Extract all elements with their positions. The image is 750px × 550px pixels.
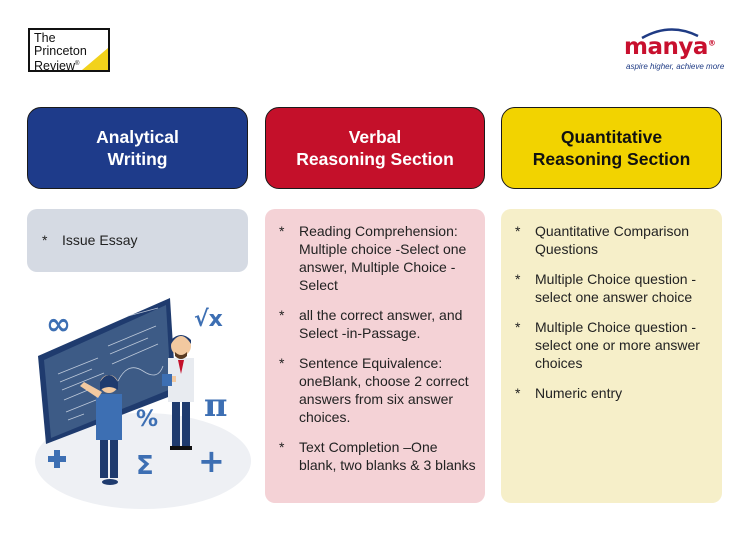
list-item-text: Reading Comprehension: Multiple choice -… [299, 223, 467, 293]
list-item: * Reading Comprehension: Multiple choice … [279, 222, 477, 294]
manya-tagline: aspire higher, achieve more [626, 62, 725, 71]
princeton-review-logo: The Princeton Review® [28, 28, 110, 72]
bullet-star: * [279, 439, 285, 455]
bullet-star: * [42, 232, 48, 248]
chalkboard-illustration: ∞ √x % π Σ + [35, 298, 251, 509]
verbal-reasoning-list: * Reading Comprehension: Multiple choice … [265, 209, 485, 474]
bullet-star: * [279, 307, 285, 323]
manya-reg-mark: ® [707, 38, 716, 48]
list-item: * Numeric entry [515, 384, 714, 402]
list-item-text: Quantitative Comparison Questions [535, 223, 690, 257]
bullet-star: * [515, 223, 521, 239]
princeton-review-logo-text: The Princeton Review® [34, 31, 87, 72]
manya-wordmark: manya® [624, 34, 716, 60]
logo-line-2: Princeton [34, 44, 87, 58]
verbal-reasoning-content: * Reading Comprehension: Multiple choice … [265, 209, 485, 503]
header-line-1: Verbal [348, 127, 402, 147]
list-item-text: Multiple Choice question - select one or… [535, 319, 700, 371]
analytical-writing-list: * Issue Essay [27, 209, 248, 249]
list-item: * Text Completion –One blank, two blanks … [279, 438, 477, 474]
logo-yellow-triangle [82, 48, 108, 70]
manya-logo-arc-icon [641, 28, 699, 40]
percent-icon: % [136, 407, 158, 432]
bullet-star: * [515, 385, 521, 401]
plus-icon: + [198, 442, 225, 480]
header-line-1: Quantitative [560, 127, 663, 147]
header-line-2: Reasoning Section [296, 149, 454, 169]
logo-reg-mark: ® [75, 61, 80, 67]
header-line-2: Reasoning Section [532, 149, 691, 169]
list-item-text: all the correct answer, and Select -in-P… [299, 307, 463, 341]
manya-logo: manya® aspire higher, achieve more [620, 26, 725, 74]
analytical-writing-header: Analytical Writing [27, 107, 248, 189]
list-item: * Quantitative Comparison Questions [515, 222, 714, 258]
list-item-text: Issue Essay [62, 232, 138, 248]
list-item: * Multiple Choice question - select one a… [515, 270, 714, 306]
logo-line-1: The [34, 31, 56, 45]
list-item: * Sentence Equivalence: oneBlank, choose … [279, 354, 477, 426]
quantitative-reasoning-list: * Quantitative Comparison Questions * Mult… [501, 209, 722, 402]
analytical-writing-content: * Issue Essay [27, 209, 248, 272]
bullet-star: * [515, 271, 521, 287]
person-man [162, 335, 194, 450]
chalkboard [38, 298, 176, 444]
manya-name: manya [624, 34, 708, 60]
verbal-reasoning-header: Verbal Reasoning Section [265, 107, 485, 189]
logo-line-3-word: Review [34, 59, 75, 72]
header-line-2: Writing [107, 149, 168, 169]
person-woman [80, 375, 122, 485]
list-item-text: Numeric entry [535, 385, 623, 401]
bullet-star: * [279, 223, 285, 239]
bullet-star: * [515, 319, 521, 335]
list-item-text: Multiple Choice question - select one an… [535, 271, 697, 305]
list-item-text: Sentence Equivalence: oneBlank, choose 2… [299, 355, 469, 425]
small-plus-icon [48, 450, 66, 468]
logo-line-3: Review® [34, 58, 87, 72]
square-root-icon: √x [194, 307, 223, 332]
bullet-star: * [279, 355, 285, 371]
list-item: * all the correct answer, and Select -in-… [279, 306, 477, 342]
floor-shadow [35, 413, 251, 509]
header-line-1: Analytical [96, 127, 179, 147]
list-item-text: Text Completion –One blank, two blanks &… [299, 439, 476, 473]
list-item: * Issue Essay [42, 231, 238, 249]
list-item: * Multiple Choice question - select one o… [515, 318, 714, 372]
quantitative-reasoning-content: * Quantitative Comparison Questions * Mult… [501, 209, 722, 503]
infinity-icon: ∞ [46, 307, 71, 342]
pi-icon: π [204, 386, 227, 424]
sigma-icon: Σ [136, 451, 154, 481]
quantitative-reasoning-header: Quantitative Reasoning Section [501, 107, 722, 189]
